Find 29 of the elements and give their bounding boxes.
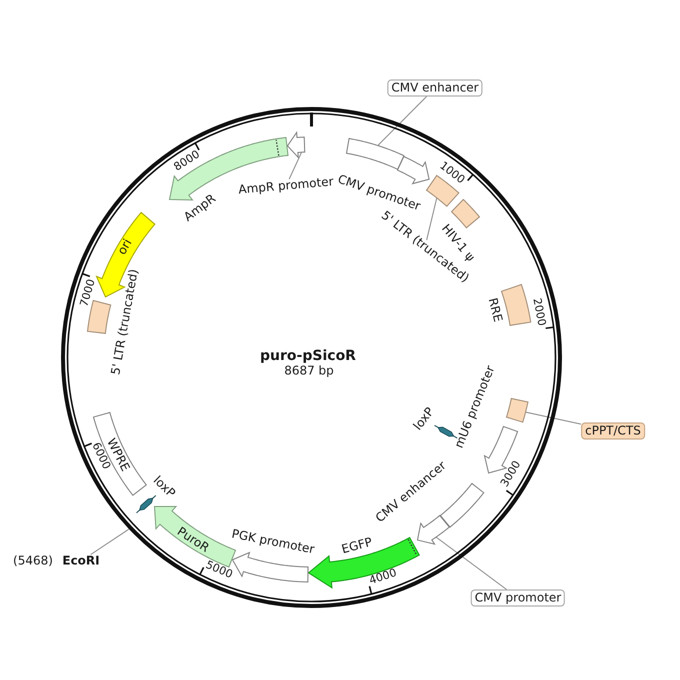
sequence-feature [396,154,431,185]
tick-label: 7000 [78,277,98,308]
leader-line [436,536,508,590]
plasmid-name: puro-pSicoR [260,348,356,364]
leader-line [288,152,302,180]
sequence-feature [416,514,452,546]
site-label: EcoRI [62,554,100,568]
callout-tag: CMV promoter [470,590,566,606]
tick-label: 2000 [530,298,548,328]
leader-line [90,528,130,555]
feature-label: ori [115,236,135,257]
feature-label: RRE [486,296,504,324]
sequence-feature [286,131,306,160]
feature-block [504,397,530,424]
feature-label: EGFP [340,536,374,556]
leader-line [426,197,438,241]
site-marker [135,494,158,515]
leader-line [377,96,428,146]
callout-label: AmpR promoter [238,175,334,197]
site-position: (5468) [13,554,53,568]
feature-label: PGK promoter [230,528,316,556]
callout-tag: CMV enhancer [387,80,483,96]
feature-label: loxP [150,474,178,500]
tick-label: 5000 [204,559,235,582]
callout-tag: cPPT/CTS [581,422,645,440]
plasmid-length: 8687 bp [284,364,334,378]
leader-line [525,412,582,425]
tick-label: 4000 [368,567,399,588]
feature-block [345,137,406,172]
